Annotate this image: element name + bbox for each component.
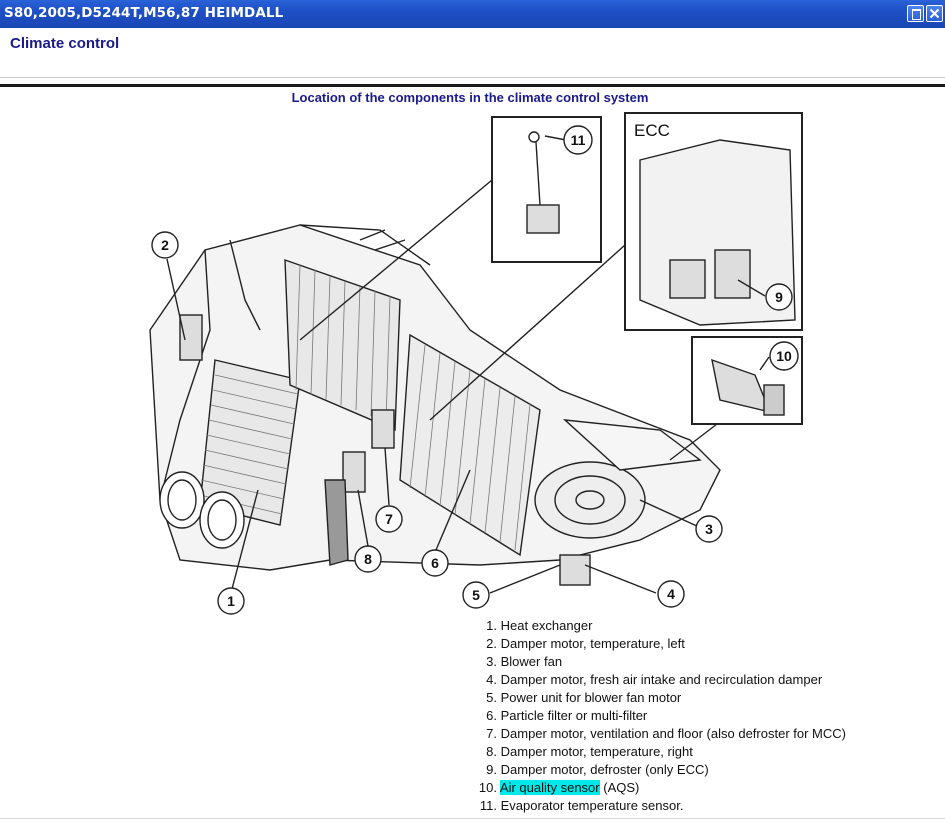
legend-text: Damper motor, fresh air intake and recir… bbox=[500, 672, 823, 687]
legend-text: Damper motor, temperature, left bbox=[500, 636, 685, 651]
legend-number: 6. bbox=[486, 708, 497, 723]
legend-number: 7. bbox=[486, 726, 497, 741]
callout-9-label: 9 bbox=[775, 289, 783, 305]
callout-7-label: 7 bbox=[385, 511, 393, 527]
legend-number: 5. bbox=[486, 690, 497, 705]
callout-10: 10 bbox=[769, 341, 799, 371]
callout-1: 1 bbox=[217, 587, 245, 615]
legend-item: 7. Damper motor, ventilation and floor (… bbox=[470, 725, 846, 743]
close-button[interactable] bbox=[926, 5, 943, 22]
callout-3-label: 3 bbox=[705, 521, 713, 537]
callout-8: 8 bbox=[354, 545, 382, 573]
callout-5-label: 5 bbox=[472, 587, 480, 603]
legend-text: Damper motor, temperature, right bbox=[500, 744, 693, 759]
divider bbox=[0, 818, 945, 819]
window-title: S80,2005,D5244T,M56,87 HEIMDALL bbox=[4, 5, 284, 21]
callout-11-label: 11 bbox=[571, 132, 586, 148]
heat-exchanger bbox=[199, 359, 301, 526]
callout-3: 3 bbox=[695, 515, 723, 543]
callout-7: 7 bbox=[375, 505, 403, 533]
legend-text: Power unit for blower fan motor bbox=[500, 690, 682, 705]
legend-item: 1. Heat exchanger bbox=[470, 617, 846, 635]
legend-item: 8. Damper motor, temperature, right bbox=[470, 743, 846, 761]
callout-4-label: 4 bbox=[667, 586, 675, 602]
figure-caption: Location of the components in the climat… bbox=[291, 90, 649, 105]
legend-text: Damper motor, defroster (only ECC) bbox=[500, 762, 709, 777]
callout-1-label: 1 bbox=[227, 593, 235, 609]
search-highlight: Air quality sensor bbox=[499, 780, 600, 795]
legend-text: Damper motor, ventilation and floor (als… bbox=[500, 726, 846, 741]
legend-number: 1. bbox=[486, 618, 497, 633]
evaporator bbox=[284, 259, 401, 432]
blower-fan bbox=[534, 461, 646, 539]
leader-lines bbox=[166, 135, 770, 594]
callout-11: 11 bbox=[563, 125, 593, 155]
window-titlebar: S80,2005,D5244T,M56,87 HEIMDALL bbox=[0, 0, 945, 28]
climate-unit-illustration: 1 2 3 4 5 6 7 8 9 10 11 ECC bbox=[149, 112, 803, 615]
callout-8-label: 8 bbox=[364, 551, 372, 567]
callout-10-label: 10 bbox=[776, 348, 792, 364]
callout-2: 2 bbox=[151, 231, 179, 259]
legend-item: 4. Damper motor, fresh air intake and re… bbox=[470, 671, 846, 689]
legend-text: (AQS) bbox=[599, 780, 640, 795]
legend-item: 6. Particle filter or multi-filter bbox=[470, 707, 846, 725]
damper-motors bbox=[179, 314, 591, 586]
callout-4: 4 bbox=[657, 580, 685, 608]
legend-item: 3. Blower fan bbox=[470, 653, 846, 671]
restore-button[interactable] bbox=[907, 5, 924, 22]
callout-6-label: 6 bbox=[431, 555, 439, 571]
legend-text: Evaporator temperature sensor. bbox=[500, 798, 684, 813]
legend-number: 9. bbox=[486, 762, 497, 777]
legend-item: 5. Power unit for blower fan motor bbox=[470, 689, 846, 707]
callout-9: 9 bbox=[765, 283, 793, 311]
legend-item: 9. Damper motor, defroster (only ECC) bbox=[470, 761, 846, 779]
page-title: Climate control bbox=[10, 35, 120, 52]
callout-2-label: 2 bbox=[161, 237, 169, 253]
legend-item: 2. Damper motor, temperature, left bbox=[470, 635, 846, 653]
close-icon bbox=[929, 8, 940, 19]
divider bbox=[0, 84, 945, 87]
ecc-label: ECC bbox=[634, 121, 670, 140]
callout-markers: 1 2 3 4 5 6 7 8 9 10 11 bbox=[151, 125, 799, 615]
callout-6: 6 bbox=[421, 549, 449, 577]
legend-number: 8. bbox=[486, 744, 497, 759]
legend-number: 11. bbox=[479, 798, 497, 813]
legend-item: 11. Evaporator temperature sensor. bbox=[470, 797, 846, 815]
particle-filter bbox=[399, 333, 541, 557]
legend-number: 4. bbox=[486, 672, 497, 687]
legend-text: Heat exchanger bbox=[500, 618, 593, 633]
legend-text: Particle filter or multi-filter bbox=[500, 708, 648, 723]
legend-number: 3. bbox=[486, 654, 497, 669]
divider bbox=[0, 77, 945, 78]
legend-item: 10. Air quality sensor (AQS) bbox=[470, 779, 846, 797]
legend-number: 10. bbox=[478, 780, 497, 795]
legend-number: 2. bbox=[486, 636, 497, 651]
legend-text: Blower fan bbox=[500, 654, 563, 669]
air-ducts bbox=[159, 229, 702, 549]
component-legend: 1. Heat exchanger 2. Damper motor, tempe… bbox=[470, 617, 846, 815]
callout-5: 5 bbox=[462, 581, 490, 609]
